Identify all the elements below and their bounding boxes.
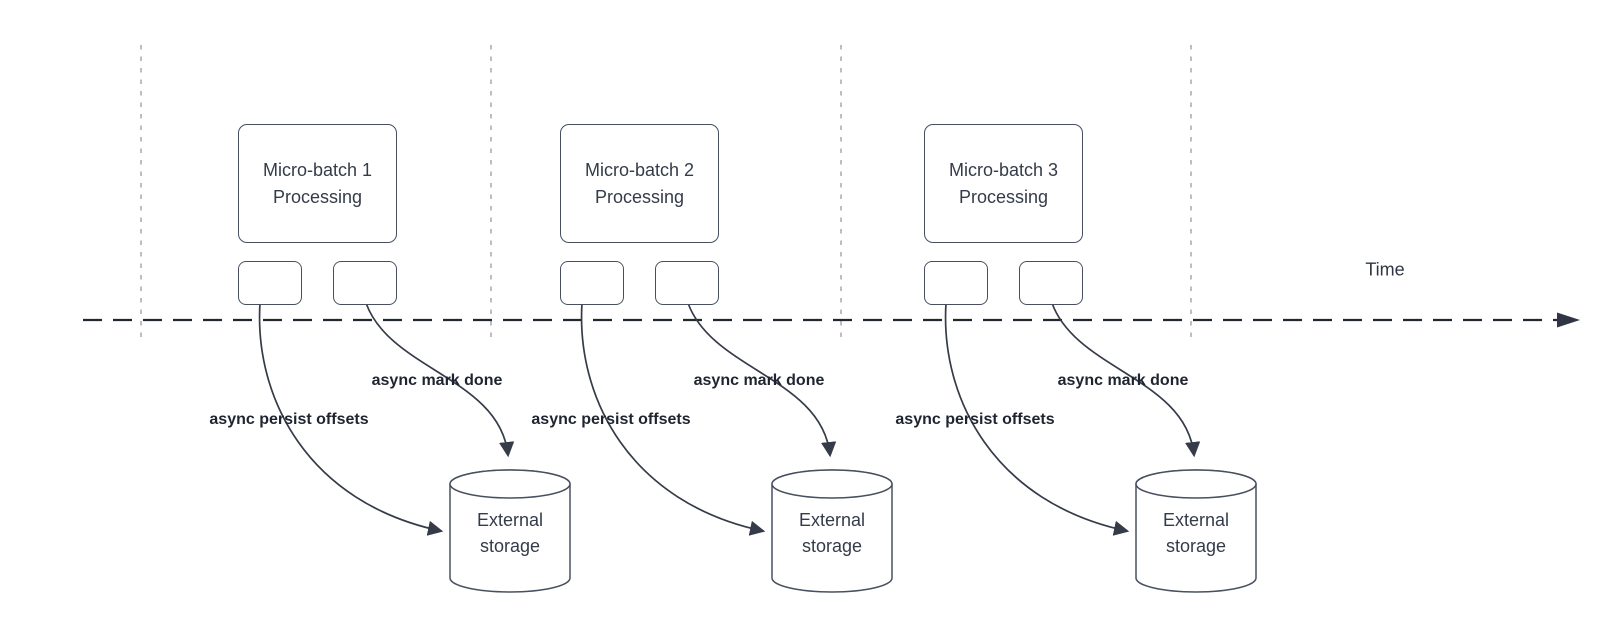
time-axis-arrowhead-icon (1557, 312, 1580, 328)
async-mark-done-arrow (687, 302, 837, 458)
persist-offsets-source-box (238, 261, 302, 305)
async-mark-done-label: async mark done (1057, 372, 1189, 389)
mark-done-source-box (1019, 261, 1083, 305)
async-mark-done-arrow (365, 302, 515, 458)
external-storage-cylinder-top (449, 469, 571, 499)
async-persist-offsets-arrow (944, 302, 1130, 536)
external-storage-label: External storage (1162, 510, 1230, 556)
async-persist-offsets-label: async persist offsets (209, 411, 369, 428)
micro-batch-processing-box: Micro-batch 1 Processing (238, 124, 397, 243)
time-axis-label: Time (1365, 259, 1405, 280)
persist-offsets-source-box (560, 261, 624, 305)
external-storage-cylinder-top (1135, 469, 1257, 499)
micro-batch-processing-box: Micro-batch 2 Processing (560, 124, 719, 243)
async-mark-done-label: async mark done (371, 372, 503, 389)
async-persist-offsets-arrow (580, 302, 766, 536)
batch-group-2: Micro-batch 2 Processing async persist o… (322, 0, 922, 642)
async-persist-offsets-label: async persist offsets (895, 411, 1055, 428)
external-storage-cylinder-top (771, 469, 893, 499)
async-persist-offsets-arrow (258, 302, 444, 536)
micro-batch-processing-box: Micro-batch 3 Processing (924, 124, 1083, 243)
async-persist-offsets-label: async persist offsets (531, 411, 691, 428)
mark-done-source-box (333, 261, 397, 305)
external-storage-label: External storage (476, 510, 544, 556)
batch-group-1: Micro-batch 1 Processing async persist o… (0, 0, 600, 642)
async-mark-done-label: async mark done (693, 372, 825, 389)
external-storage-label: External storage (798, 510, 866, 556)
async-mark-done-arrow (1051, 302, 1201, 458)
persist-offsets-source-box (924, 261, 988, 305)
mark-done-source-box (655, 261, 719, 305)
batch-group-3: Micro-batch 3 Processing async persist o… (686, 0, 1286, 642)
